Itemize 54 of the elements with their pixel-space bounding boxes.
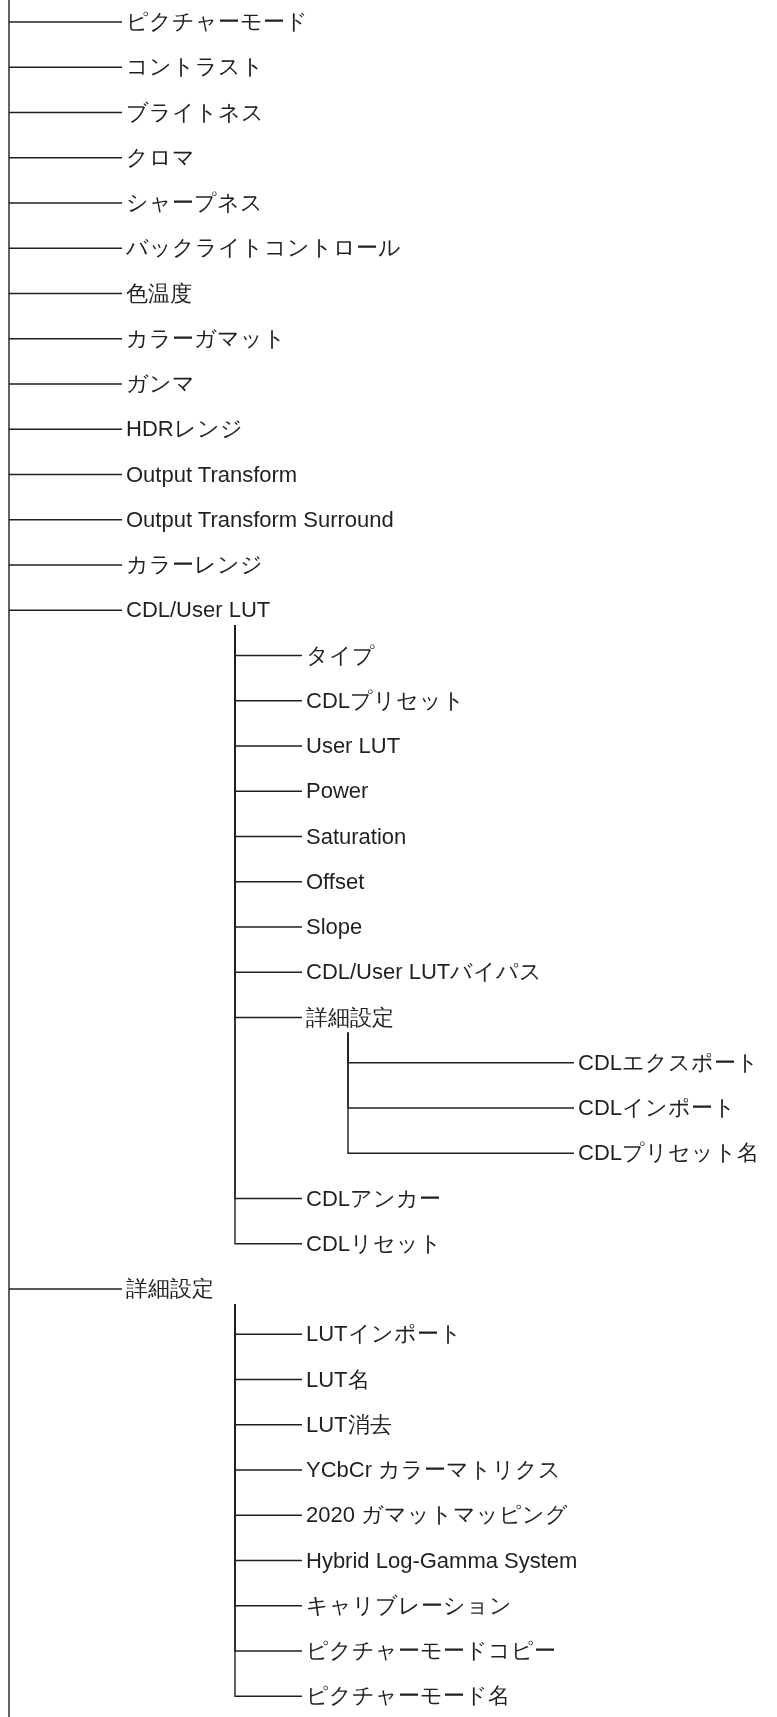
menu-item: Offset bbox=[306, 868, 365, 895]
menu-item: 2020 ガマットマッピング bbox=[306, 1502, 569, 1529]
menu-item: 詳細設定 bbox=[306, 1004, 394, 1031]
tree-branch-line bbox=[8, 428, 123, 430]
menu-item: カラーガマット bbox=[126, 325, 286, 352]
menu-item: ピクチャーモード bbox=[126, 9, 308, 35]
tree-branch-line bbox=[347, 1031, 575, 1154]
menu-item: ピクチャーモードコピー bbox=[306, 1638, 556, 1664]
tree-branch-line bbox=[8, 202, 123, 204]
tree-branch-line bbox=[8, 564, 123, 566]
tree-branch-line bbox=[8, 519, 123, 521]
tree-branch-line bbox=[8, 473, 123, 476]
menu-item: 色温度 bbox=[126, 280, 192, 307]
menu-item: ピクチャーモード名 bbox=[306, 1683, 510, 1710]
menu-item: CDLインポート bbox=[578, 1095, 736, 1121]
menu-item: シャープネス bbox=[126, 190, 263, 216]
tree-branch-line bbox=[8, 247, 123, 249]
menu-item: CDLプリセット bbox=[306, 687, 465, 714]
menu-item: CDLエクスポート bbox=[578, 1049, 759, 1076]
menu-item: コントラスト bbox=[126, 54, 264, 81]
menu-item: 詳細設定 bbox=[126, 1276, 214, 1302]
tree-branch-line bbox=[8, 292, 123, 295]
menu-item: Output Transform Surround bbox=[126, 506, 394, 533]
tree-branch-line bbox=[8, 21, 123, 23]
menu-item: CDL/User LUTバイパス bbox=[306, 959, 543, 986]
menu-item: Output Transform bbox=[126, 461, 298, 488]
menu-item: Hybrid Log-Gamma System bbox=[306, 1547, 578, 1574]
menu-item: キャリブレーション bbox=[306, 1592, 512, 1619]
menu-item: LUT消去 bbox=[306, 1411, 392, 1438]
menu-item: Slope bbox=[306, 914, 363, 940]
tree-branch-line bbox=[8, 338, 123, 340]
tree-branch-line bbox=[8, 1288, 123, 1290]
menu-item: HDRレンジ bbox=[126, 416, 243, 443]
menu-item: バックライトコントロール bbox=[126, 235, 401, 262]
menu-item: Saturation bbox=[306, 823, 407, 850]
menu-item: Power bbox=[306, 778, 369, 805]
tree-branch-line bbox=[8, 383, 123, 385]
menu-item: YCbCr カラーマトリクス bbox=[306, 1457, 562, 1483]
menu-item: CDL/User LUT bbox=[126, 597, 271, 624]
tree-branch-line bbox=[8, 66, 123, 68]
menu-item: User LUT bbox=[306, 733, 401, 759]
tree-branch-line bbox=[8, 157, 123, 159]
menu-item: CDLプリセット名 bbox=[578, 1140, 759, 1167]
menu-item: ブライトネス bbox=[126, 99, 264, 126]
menu-item: ガンマ bbox=[126, 371, 195, 397]
menu-item: LUT名 bbox=[306, 1366, 370, 1393]
menu-item: CDLアンカー bbox=[306, 1185, 441, 1212]
menu-item: クロマ bbox=[126, 144, 195, 171]
menu-item: カラーレンジ bbox=[126, 552, 263, 578]
menu-item: LUTインポート bbox=[306, 1321, 462, 1348]
tree-branch-line bbox=[8, 111, 123, 114]
tree-branch-line bbox=[8, 609, 123, 611]
menu-item: CDLリセット bbox=[306, 1230, 442, 1257]
menu-item: タイプ bbox=[306, 642, 375, 669]
